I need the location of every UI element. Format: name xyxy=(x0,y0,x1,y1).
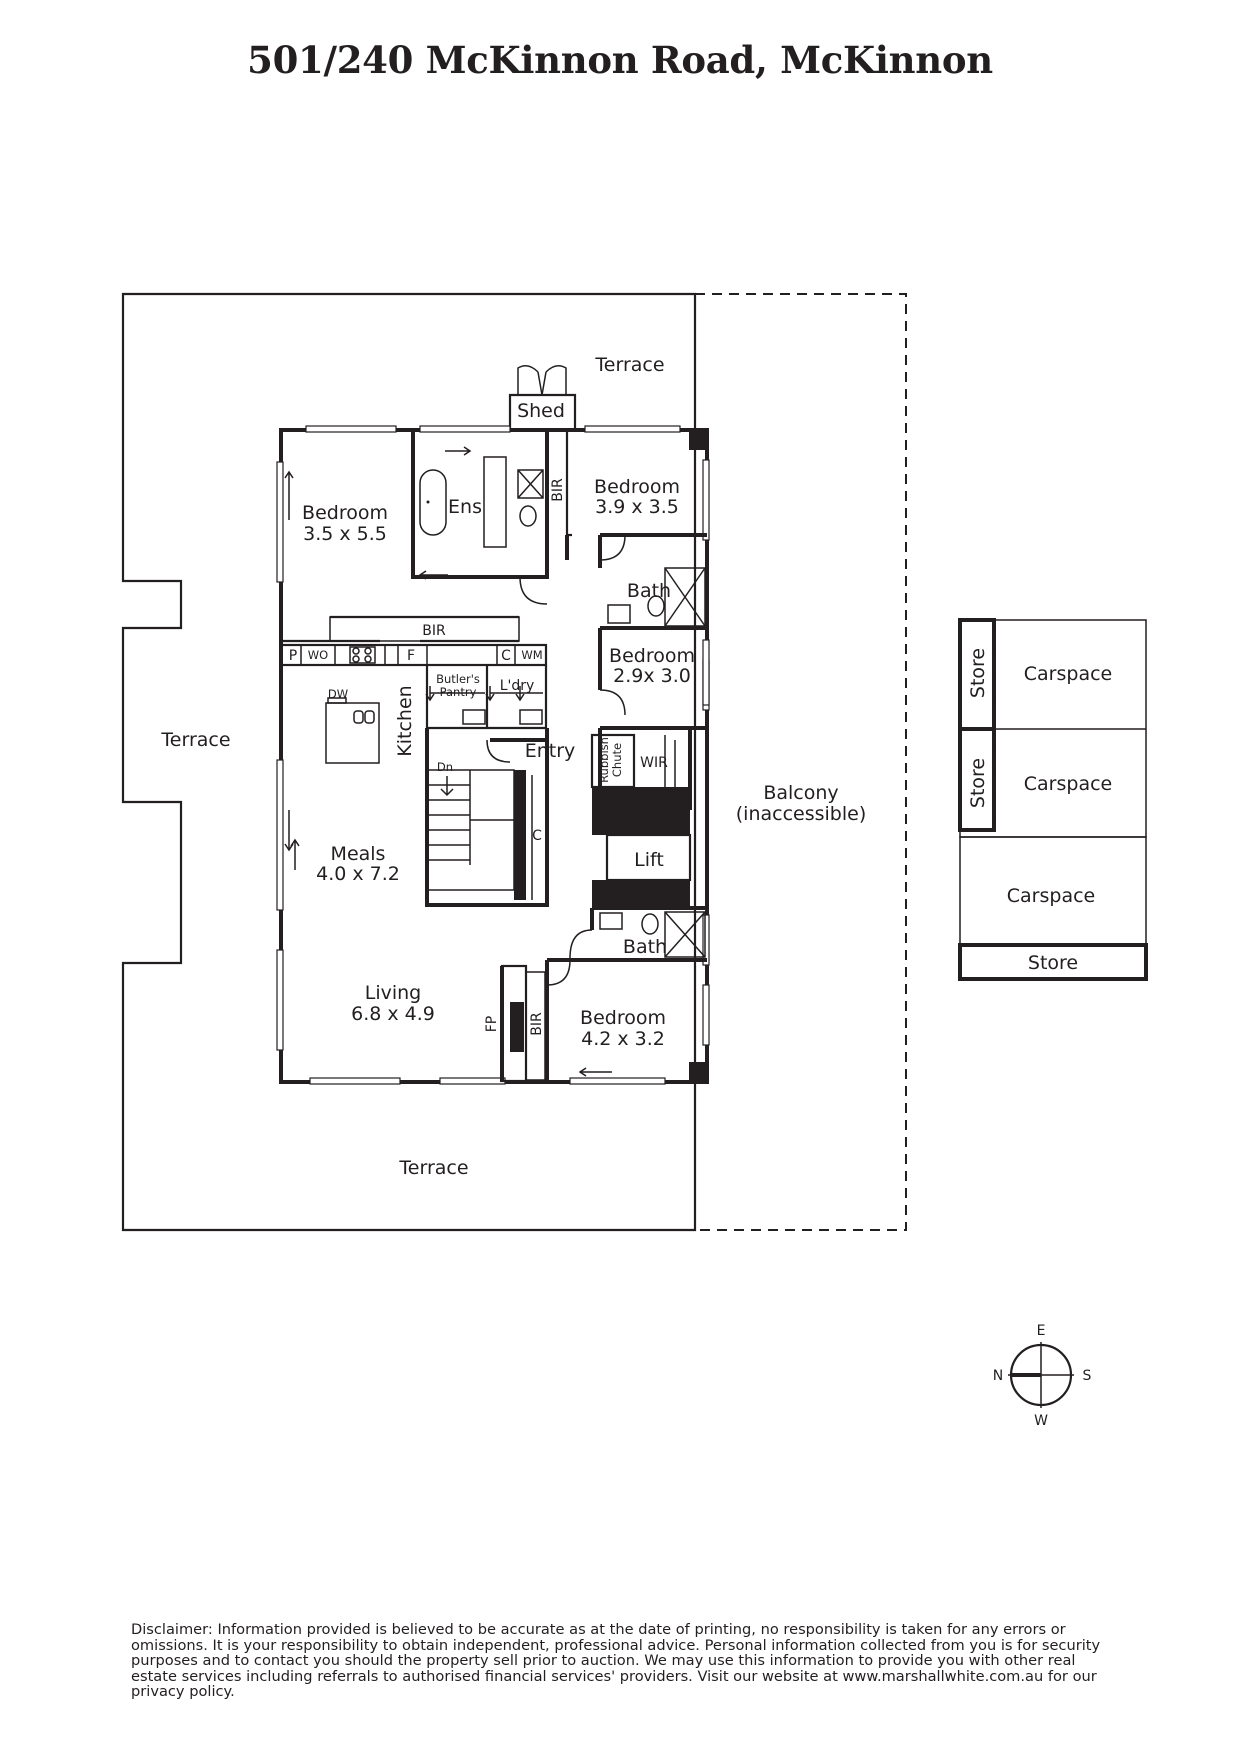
down-label: Dn xyxy=(437,760,453,774)
store-1-label: Store xyxy=(967,648,989,698)
terrace-outline xyxy=(121,292,697,1232)
bedroom2-wall xyxy=(565,533,707,560)
staircase xyxy=(426,769,533,900)
balcony-outline xyxy=(695,293,907,1231)
living-name: Living xyxy=(365,982,422,1004)
right-core-walls xyxy=(598,535,707,810)
kitchen-label: Kitchen xyxy=(394,685,416,756)
kitchen-bench xyxy=(279,643,548,667)
pantry-label: P xyxy=(289,648,297,664)
store-3-label: Store xyxy=(1028,952,1078,974)
bedroom-3-size: 2.9x 3.0 xyxy=(613,665,691,687)
bath-2-label: Bath xyxy=(623,936,667,958)
carspace-1-label: Carspace xyxy=(1024,663,1112,685)
bedroom-2-size: 3.9 x 3.5 xyxy=(595,496,679,518)
compass-south: S xyxy=(1083,1368,1092,1384)
bedroom-2-name: Bedroom xyxy=(594,476,680,498)
shed-label: Shed xyxy=(517,400,565,422)
bedroom-4-size: 4.2 x 3.2 xyxy=(581,1028,665,1050)
wall-oven-label: WO xyxy=(308,648,328,662)
page-title: 501/240 McKinnon Road, McKinnon xyxy=(247,38,993,82)
bir-bed4-label: BIR xyxy=(529,1012,545,1036)
ensuite-label: Ens xyxy=(448,496,482,518)
compass-icon xyxy=(1008,1342,1074,1408)
wir-label: WIR xyxy=(640,755,668,771)
wall-column xyxy=(689,1062,707,1082)
dishwasher-label: DW xyxy=(328,687,348,701)
fireplace-label: FP xyxy=(484,1016,500,1033)
living-size: 6.8 x 4.9 xyxy=(351,1003,435,1025)
bedroom-main-name: Bedroom xyxy=(302,502,388,524)
sliding-door-arrows xyxy=(284,446,612,1077)
compass-east: E xyxy=(1037,1323,1046,1339)
butlers-pantry-line2: Pantry xyxy=(440,685,477,699)
rubbish-chute-line2: Chute xyxy=(610,743,624,777)
disclaimer-text: Disclaimer: Information provided is beli… xyxy=(131,1621,1101,1701)
store-2-label: Store xyxy=(967,758,989,808)
carspaces xyxy=(958,618,1148,981)
bedroom-3-name: Bedroom xyxy=(609,645,695,667)
meals-name: Meals xyxy=(331,843,386,865)
ensuite-door-arc xyxy=(519,576,548,605)
washing-machine-label: WM xyxy=(521,648,542,662)
laundry-label: L'dry xyxy=(500,678,535,694)
shed-door xyxy=(517,365,567,396)
fridge-label: F xyxy=(407,648,415,664)
bedroom-main-size: 3.5 x 5.5 xyxy=(303,523,387,545)
bir-main-rail xyxy=(329,616,520,642)
balcony-line1: Balcony xyxy=(763,782,838,804)
windows xyxy=(276,425,710,1085)
meals-size: 4.0 x 7.2 xyxy=(316,863,400,885)
cupboard-label: C xyxy=(501,648,511,664)
bir-main-wall xyxy=(281,615,519,643)
bathtub xyxy=(419,469,447,536)
stair-cupboard-label: C xyxy=(532,828,542,844)
compass-north: N xyxy=(993,1368,1003,1384)
rubbish-chute-line1: Rubbish xyxy=(597,737,611,783)
bath-1-label: Bath xyxy=(627,580,671,602)
wall-column xyxy=(689,430,707,450)
bir-bed2-label: BIR xyxy=(550,478,566,502)
kitchen-island xyxy=(325,702,380,764)
lift-label: Lift xyxy=(634,849,664,871)
terrace-bottom-label: Terrace xyxy=(398,1157,468,1179)
cooktop xyxy=(349,646,376,664)
bir-main-label: BIR xyxy=(422,623,446,639)
entry-label: Entry xyxy=(525,740,576,762)
ensuite-vanity xyxy=(483,456,507,548)
bedroom-4-name: Bedroom xyxy=(580,1007,666,1029)
compass-west: W xyxy=(1034,1413,1048,1429)
carspace-2-label: Carspace xyxy=(1024,773,1112,795)
terrace-left-label: Terrace xyxy=(160,729,230,751)
balcony-line2: (inaccessible) xyxy=(736,803,866,825)
terrace-top-label: Terrace xyxy=(594,354,664,376)
carspace-3-label: Carspace xyxy=(1007,885,1095,907)
butlers-pantry-line1: Butler's xyxy=(436,672,480,686)
entry-door-arc xyxy=(486,739,511,763)
